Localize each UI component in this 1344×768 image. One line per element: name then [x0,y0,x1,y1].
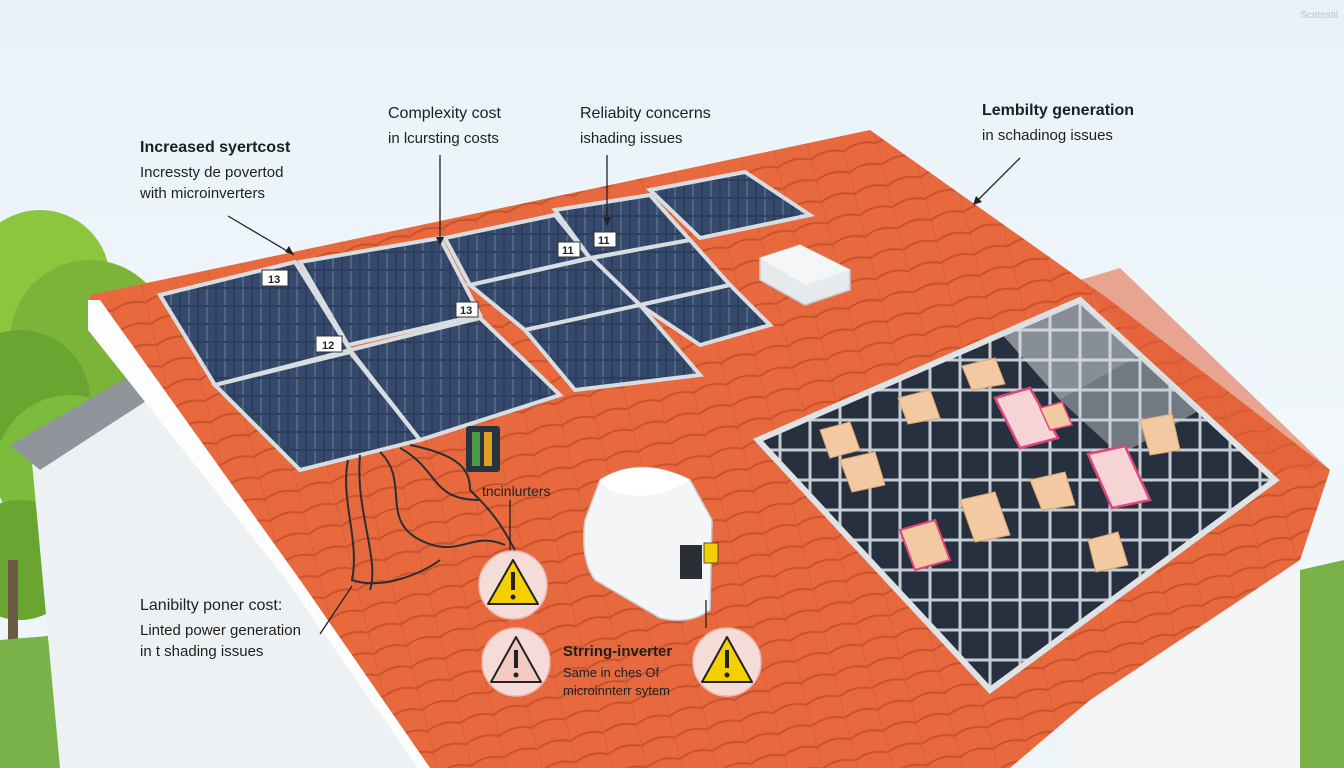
junction-box [759,244,851,306]
roof-edge [88,300,430,768]
callout-line: Incressty de povertod [140,164,284,181]
callout-increased-cost: Increased syertcost Incressty de poverto… [140,138,290,204]
callout-line: in lcursting costs [388,130,499,147]
warning-icon-upper [478,550,548,620]
panel-number-tag: 12 [315,335,343,353]
callout-line: Linted power generation [140,622,301,639]
callout-generation: Lembilty generation in schadinog issues [982,101,1134,146]
panel-array-right-shaded [752,296,1280,695]
warning-icon-lower [481,627,551,697]
callout-title: Increased syertcost [140,139,291,156]
solar-panel [296,235,483,348]
callout-line: in t shading issues [140,642,264,660]
callout-power-cost: Lanibilty poner cost: Linted power gener… [140,596,301,662]
solar-panel [634,282,774,348]
callout-title: Strring-inverter [563,643,673,660]
callout-line: ishading issues [580,130,683,147]
panel-array-left: 13 12 13 11 11 [156,169,816,473]
watermark-text: Scetestil [1300,10,1338,21]
callout-title: Complexity cost [388,105,501,122]
panel-number-tag: 11 [557,241,581,258]
panel-number-tag: 11 [593,231,617,248]
callout-string-inverter: Strring-inverter Same in ches Of microin… [563,643,672,699]
house-wall-right [1060,560,1300,768]
svg-text:11: 11 [598,235,610,247]
roof-dormer [1080,268,1330,470]
house-wall-left [30,380,440,768]
callout-line: in schadinog issues [982,127,1113,144]
callout-title: Reliabity concerns [580,105,711,122]
callout-line: microinnterr sytem [563,683,670,698]
panel-number-tag: 13 [261,269,289,287]
callout-complexity: Complexity cost in lcursting costs [388,104,501,149]
warning-icon-inverter [692,627,762,697]
string-inverter-unit [583,466,719,621]
wiring-harness [345,444,521,591]
callout-leaders [227,155,1021,635]
svg-text:12: 12 [322,340,334,352]
callout-reliability: Reliabity concerns ishading issues [580,104,711,149]
microinverter-unit [466,426,500,472]
panel-number-tag: 13 [455,301,479,318]
svg-text:13: 13 [268,274,280,286]
callout-line: with microinverters [140,184,266,202]
house-gable-left [10,370,160,470]
solar-panel [346,315,564,443]
svg-text:13: 13 [460,305,472,317]
solar-panel [521,302,704,393]
microinverter-label: tncinlurters [482,483,551,499]
svg-text:11: 11 [562,245,574,257]
solar-panel [645,169,816,241]
grass-right [1290,560,1344,768]
callout-line: Same in ches Of [563,664,660,680]
callout-title: Lanibilty poner cost: [140,597,283,614]
callout-title: Lembilty generation [982,102,1135,119]
